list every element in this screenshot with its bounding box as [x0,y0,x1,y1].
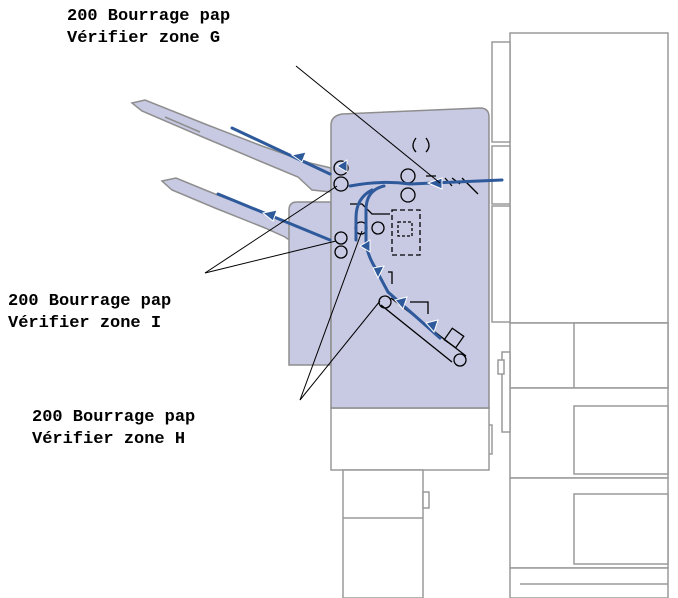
leader-line-zone-g [295,65,441,184]
feeder-base [509,567,669,598]
arrow-icon [372,265,385,280]
callout-zone-h-line2: Vérifier zone H [32,430,186,449]
arrow-icon [425,319,439,333]
feeder-mid-panel [491,145,511,205]
path-arrows [261,151,443,333]
feeder-drawer-3-face [573,493,669,565]
callout-zone-i-line1: 200 Bourrage pap [8,292,172,311]
roller-icon [334,245,348,259]
sensor-mark [412,137,430,153]
callout-zone-g-line1: 200 Bourrage pap [67,7,231,26]
roller-icon [371,221,385,235]
feeder-upper-tower [509,32,669,324]
feeder-side-latch [501,351,511,433]
paper-path-top-transport [348,178,504,188]
callout-zone-i: 200 Bourrage pap Vérifier zone I [8,291,171,335]
output-trays [130,99,332,366]
callout-zone-g-line2: Vérifier zone G [67,29,221,48]
paper-path-vertical [364,184,442,340]
roller-icon [333,160,349,176]
arrow-icon [290,151,307,163]
leader-lines [204,65,441,401]
arrow-icon [394,296,408,310]
printer-lower-units [330,407,490,598]
printer-lower-tray [330,407,490,471]
leader-line-zone-i-a [204,185,338,274]
printer-stand [342,469,424,598]
roller-icon [333,176,349,192]
feeder-drawer-1-face [573,322,669,389]
feeder-drawer-2-face [573,405,669,475]
callout-zone-h: 200 Bourrage pap Vérifier zone H [32,407,195,451]
arrow-icon [359,239,371,253]
callout-zone-h-line1: 200 Bourrage pap [32,408,196,427]
roller-icon [453,353,467,367]
arrow-icon [261,209,278,222]
callout-zone-i-line2: Vérifier zone I [8,314,162,333]
arrow-icon [336,159,348,173]
upper-output-tray [130,99,332,193]
callout-zone-g: 200 Bourrage pap Vérifier zone G [67,6,230,50]
leader-line-zone-h-b [299,300,381,401]
right-feeder-unit [477,32,669,598]
roller-icon [400,187,416,203]
leader-line-zone-i-b [204,240,337,274]
leader-line-zone-h-a [299,230,363,401]
paper-path-upper [230,126,332,176]
arrow-icon [426,177,443,190]
roller-icon [334,231,348,245]
dashed-module [391,209,421,256]
feeder-lower-panel [491,205,511,323]
feeder-upper-panel [491,41,511,143]
